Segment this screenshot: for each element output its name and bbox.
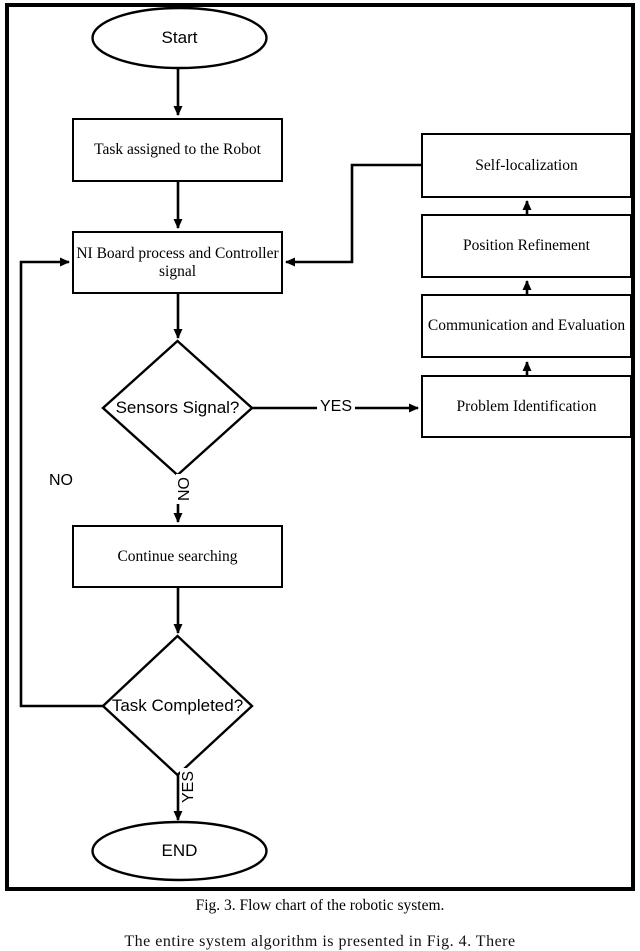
node-ni-board-process-label: NI Board process and Controller signal (76, 245, 279, 280)
edge-label-no-sensors: NO (176, 474, 194, 504)
node-continue-searching-label: Continue searching (117, 547, 238, 565)
node-start[interactable]: Start (92, 8, 267, 68)
node-communication-evaluation-label: Communication and Evaluation (427, 317, 626, 335)
edge-label-no-loop: NO (46, 472, 76, 490)
node-end[interactable]: END (92, 822, 267, 880)
edge-label-yes-end: YES (180, 767, 199, 807)
node-self-localization[interactable]: Self-localization (421, 133, 632, 198)
body-text-excerpt: The entire system algorithm is presented… (124, 933, 516, 950)
node-task-assigned[interactable]: Task assigned to the Robot (72, 118, 283, 182)
node-start-label: Start (161, 28, 198, 48)
node-continue-searching[interactable]: Continue searching (72, 525, 283, 588)
node-end-label: END (161, 841, 198, 861)
node-sensors-signal-label: Sensors Signal? (115, 398, 240, 418)
edge-label-yes-sensors: YES (317, 398, 356, 416)
taskdone-diamond-shape (101, 634, 254, 777)
node-sensors-signal-decision[interactable]: Sensors Signal? (113, 341, 242, 475)
node-self-localization-label: Self-localization (475, 156, 578, 174)
node-problem-identification-label: Problem Identification (456, 397, 597, 415)
node-task-assigned-label: Task assigned to the Robot (94, 141, 261, 159)
node-ni-board-process[interactable]: NI Board process and Controller signal (72, 231, 283, 294)
edge-selfloc-to-niboard (285, 163, 421, 267)
end-ellipse-shape (91, 820, 268, 882)
node-task-completed-decision[interactable]: Task Completed? (108, 636, 247, 775)
node-position-refinement[interactable]: Position Refinement (421, 214, 632, 278)
node-task-completed-label: Task Completed? (111, 695, 244, 715)
node-problem-identification[interactable]: Problem Identification (421, 375, 632, 438)
edge-taskdone-no-loop (19, 257, 103, 708)
node-position-refinement-label: Position Refinement (462, 237, 590, 255)
figure-caption: Fig. 3. Flow chart of the robotic system… (195, 897, 445, 914)
start-ellipse-shape (91, 6, 268, 70)
node-communication-evaluation[interactable]: Communication and Evaluation (421, 294, 632, 358)
